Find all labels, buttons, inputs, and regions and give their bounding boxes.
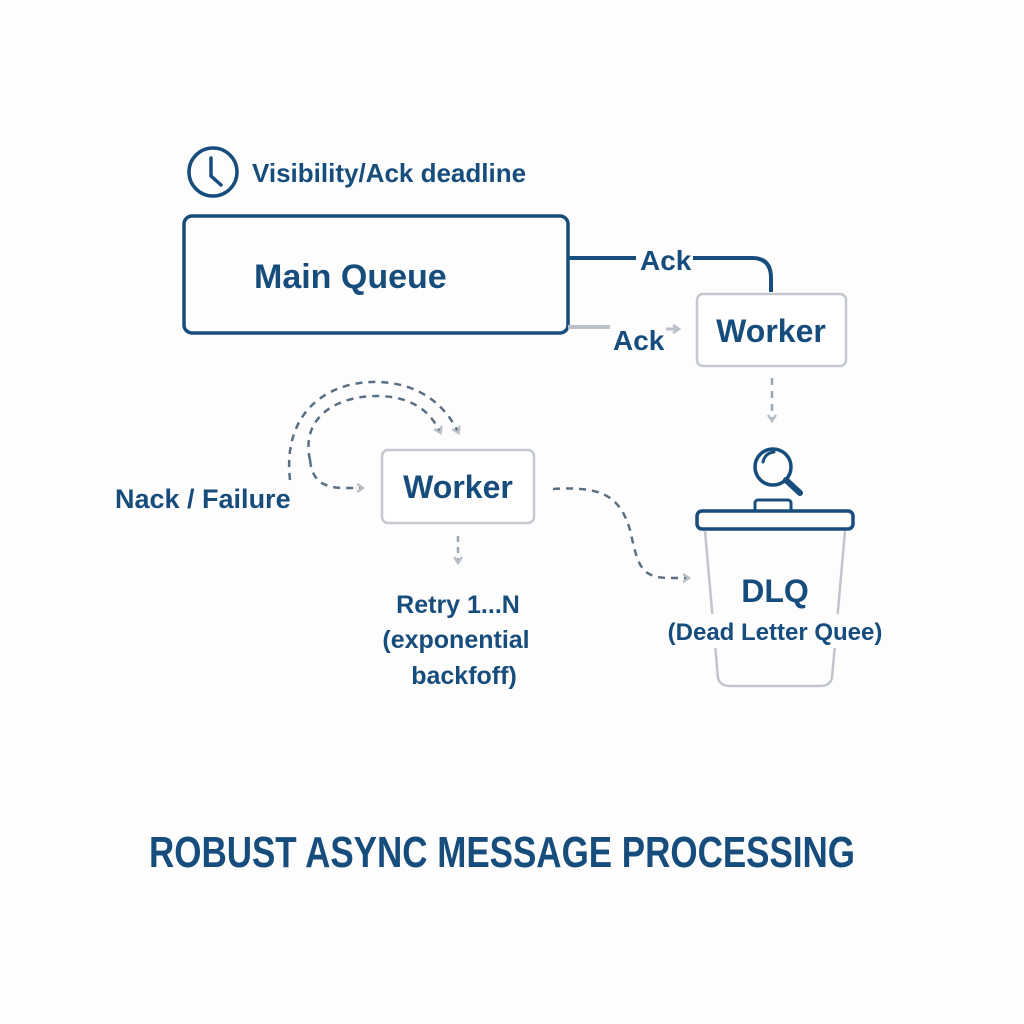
retry-loop-outer (287, 380, 458, 481)
diagram-title: ROBUST ASYNC MESSAGE PROCESSING (149, 828, 855, 877)
main-queue-label: Main Queue (254, 258, 447, 296)
clock-icon (187, 146, 239, 198)
retry-loop-into-worker (308, 459, 362, 488)
ack-bottom-label: Ack (613, 325, 665, 356)
worker-mid-to-dlq-arrow (552, 487, 688, 578)
main-queue-box[interactable] (182, 214, 570, 335)
ack-top-label: Ack (640, 245, 692, 276)
retry-line1: Retry 1...N (396, 591, 520, 619)
bin-icon[interactable] (695, 498, 855, 688)
magnifier-icon (753, 447, 803, 496)
retry-line2: (exponential (382, 626, 529, 654)
worker-mid-label: Worker (403, 469, 513, 505)
deadline-label: Visibility/Ack deadline (252, 158, 526, 188)
worker-top-box[interactable] (695, 292, 848, 368)
worker-top-label: Worker (716, 313, 826, 349)
worker-mid-box[interactable] (380, 448, 536, 525)
retry-loop-inner (307, 394, 440, 461)
dlq-label-bg (666, 614, 884, 648)
dlq-sublabel: (Dead Letter Quee) (668, 619, 883, 646)
retry-line3: backfoff) (411, 662, 517, 690)
ack-connector-top-right (693, 256, 773, 292)
nack-label: Nack / Failure (115, 484, 291, 514)
dlq-label: DLQ (741, 573, 809, 609)
